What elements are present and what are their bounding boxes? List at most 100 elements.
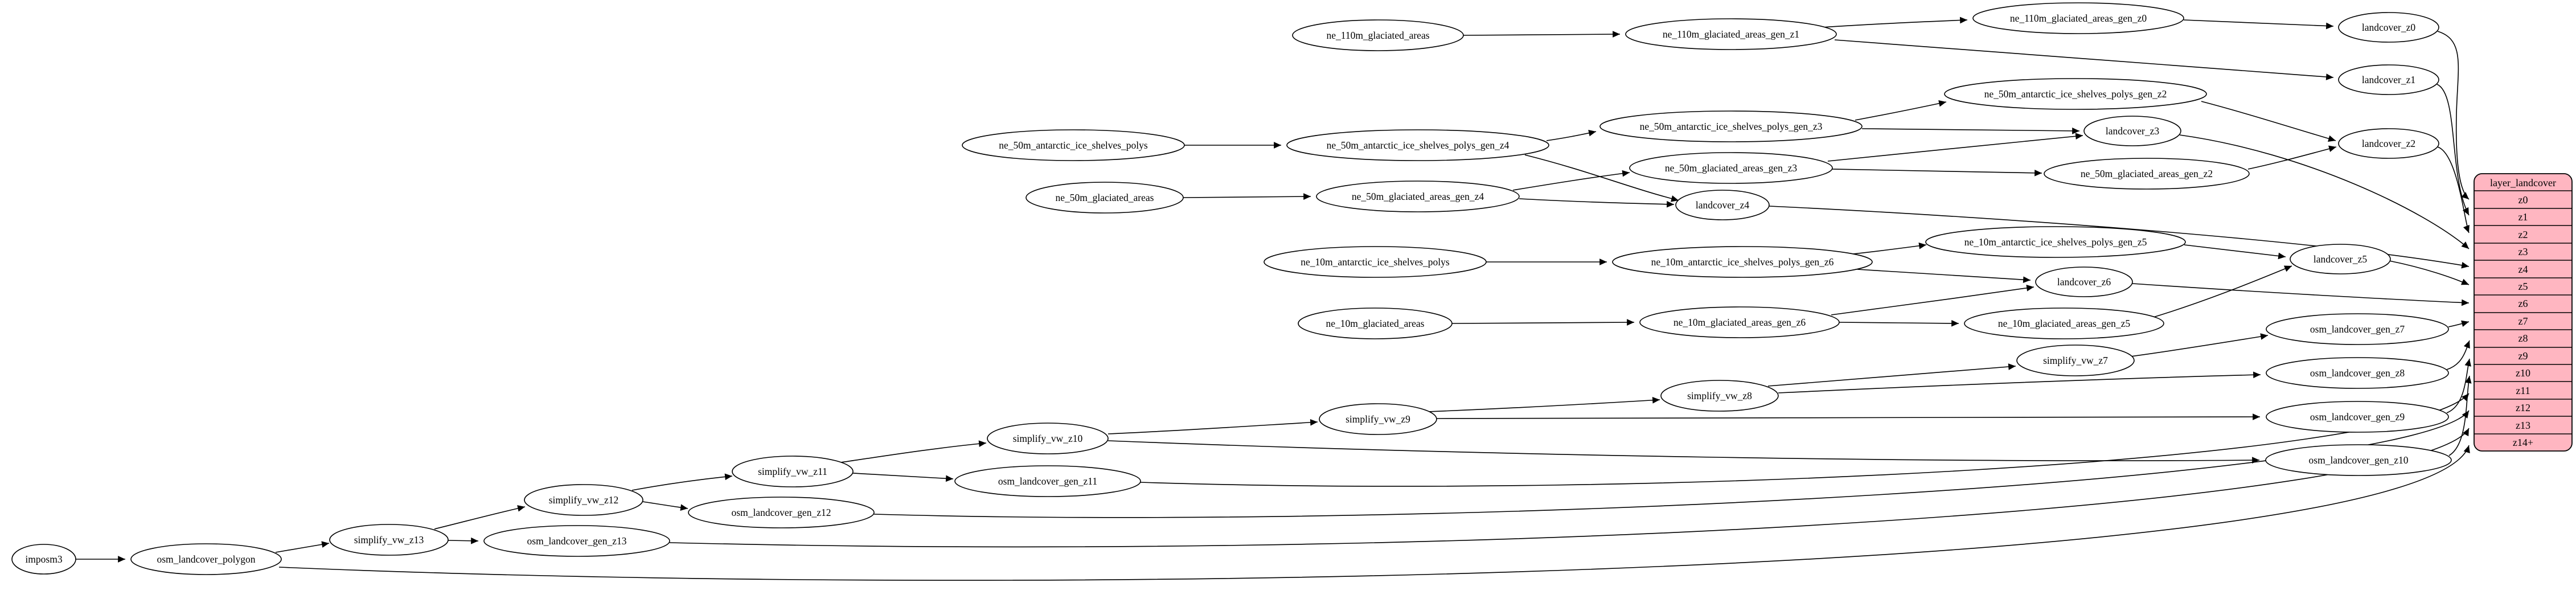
edge-landcover_z2-to-row-z2 [2437,146,2470,233]
edge-simplify_vw_z10-to-simplify_vw_z9 [1107,419,1318,434]
edge-landcover_z1-to-row-z1 [2436,84,2470,216]
edge-ne_50m_glac_gen_z2-to-landcover_z2 [2247,145,2337,170]
edge-osm_landcover_gen_z7-to-row-z7 [2448,320,2470,327]
edge-simplify_vw_z11-to-simplify_vw_z10 [840,440,987,463]
edge-simplify_vw_z11-to-osm_landcover_gen_z11 [852,473,954,482]
node-ne_50m_antarctic_ice_shelves_polys: ne_50m_antarctic_ice_shelves_polys [962,129,1185,161]
node-label: simplify_vw_z8 [1687,390,1752,401]
edge-osm_landcover_gen_z8-to-row-z8 [2446,340,2470,370]
edge-simplify_vw_z7-to-osm_landcover_gen_z7 [2130,333,2269,357]
edge-ne_10m_glac_gen_z6-to-gen_z5 [1839,319,1959,327]
table-row-z5: z5 [2518,281,2528,292]
table-row-z12: z12 [2516,402,2530,413]
edge-landcover_z0-to-row-z0 [2437,31,2470,200]
edge-ne_110m_glaciated_areas_gen_z1-to-landcover_z1 [1834,39,2334,80]
edge-ne_10m_ice_gen_z6-to-gen_z5 [1852,242,1927,255]
node-ne_110m_glaciated_areas_gen_z0: ne_110m_glaciated_areas_gen_z0 [1972,2,2184,34]
node-label: osm_landcover_polygon [157,553,255,565]
node-simplify_vw_z7: simplify_vw_z7 [2016,345,2135,376]
node-label: simplify_vw_z10 [1013,433,1083,444]
edge-landcover_z5-to-row-z5 [2389,260,2470,285]
node-imposm3: imposm3 [11,544,76,575]
node-ne_50m_antarctic_ice_shelves_polys_gen_z2: ne_50m_antarctic_ice_shelves_polys_gen_z… [1944,78,2207,110]
node-ne_50m_antarctic_ice_shelves_polys_gen_z3: ne_50m_antarctic_ice_shelves_polys_gen_z… [1599,110,1863,142]
node-landcover_z1: landcover_z1 [2338,64,2439,95]
edge-ne_10m_glac_gen_z5-to-landcover_z5 [2153,265,2292,318]
node-label: ne_10m_antarctic_ice_shelves_polys [1301,256,1450,268]
edge-ne_50m_ice_gen_z4-to-gen_z3 [1546,129,1597,141]
edge-landcover_z3-to-row-z3 [2179,134,2470,249]
edge-ne_10m_ice_gen_z6-to-landcover_z6 [1857,269,2031,284]
edge-osm_landcover_gen_z9-to-row-z9 [2446,358,2471,413]
node-osm_landcover_gen_z9: osm_landcover_gen_z9 [2266,401,2449,433]
node-osm_landcover_gen_z10: osm_landcover_gen_z10 [2265,444,2452,476]
edge-simplify_vw_z13-to-simplify_vw_z12 [434,505,526,530]
node-label: landcover_z1 [2362,74,2415,85]
node-osm_landcover_gen_z11: osm_landcover_gen_z11 [954,465,1141,497]
node-landcover_z4: landcover_z4 [1675,190,1770,220]
table-row-z10: z10 [2516,367,2530,379]
edge-ne_110m_glaciated_areas_gen_z1-to-ne_110m_glaciated_areas_gen_z0 [1822,17,1968,28]
node-label: simplify_vw_z13 [354,534,424,546]
table-row-z0: z0 [2518,194,2528,206]
table-row-z14plus: z14+ [2513,437,2533,448]
node-ne_110m_glaciated_areas: ne_110m_glaciated_areas [1292,19,1464,51]
node-label: landcover_z5 [2314,253,2368,265]
table-row-z13: z13 [2516,420,2530,431]
node-landcover_z6: landcover_z6 [2035,266,2133,297]
table-row-z9: z9 [2518,350,2528,362]
node-label: ne_50m_antarctic_ice_shelves_polys [999,140,1148,151]
edge-simplify_vw_z12-to-simplify_vw_z11 [631,473,733,491]
table-row-z4: z4 [2518,264,2528,275]
table-title: layer_landcover [2490,177,2556,188]
node-label: landcover_z0 [2362,22,2416,33]
edge-ne_50m_ice_gen_z3-to-gen_z2 [1855,100,1947,121]
edge-ne_50m_ice_gen_z2-to-landcover_z2 [2201,101,2336,142]
node-landcover_z0: landcover_z0 [2338,12,2439,43]
node-label: simplify_vw_z9 [1346,413,1410,425]
node-label: landcover_z2 [2362,138,2415,149]
node-label: landcover_z4 [1696,199,1750,211]
edge-ne_50m_ice_gen_z4-to-landcover_z4 [1524,154,1679,202]
node-label: ne_110m_glaciated_areas_gen_z0 [2010,13,2147,24]
table-row-z8: z8 [2518,333,2528,344]
node-ne_50m_antarctic_ice_shelves_polys_gen_z4: ne_50m_antarctic_ice_shelves_polys_gen_z… [1286,129,1549,161]
node-ne_10m_antarctic_ice_shelves_polys_gen_z5: ne_10m_antarctic_ice_shelves_polys_gen_z… [1925,226,2186,258]
node-simplify_vw_z10: simplify_vw_z10 [987,423,1109,454]
node-osm_landcover_gen_z8: osm_landcover_gen_z8 [2266,357,2449,389]
node-ne_50m_glaciated_areas_gen_z4: ne_50m_glaciated_areas_gen_z4 [1316,181,1520,212]
node-label: ne_50m_glaciated_areas [1056,192,1154,203]
edge-ne_50m_glac_gen_z4-to-gen_z3 [1512,170,1630,191]
node-landcover_z5: landcover_z5 [2290,244,2391,274]
node-ne_10m_glaciated_areas: ne_10m_glaciated_areas [1298,307,1453,339]
node-ne_10m_antarctic_ice_shelves_polys: ne_10m_antarctic_ice_shelves_polys [1264,246,1487,278]
node-label: osm_landcover_gen_z7 [2310,323,2405,335]
node-label: osm_landcover_gen_z10 [2309,454,2409,466]
node-label: imposm3 [25,553,62,565]
edge-ne_50m_glaciated_areas-to-gen_z4 [1183,193,1311,200]
edge-osm_landcover_gen_z13-to-row-z13 [669,428,2470,548]
edge-ne_110m_glaciated_areas-to-ne_110m_glaciated_areas_gen_z1 [1463,31,1621,38]
edge-simplify_vw_z8-to-osm_landcover_gen_z8 [1778,371,2261,393]
node-osm_landcover_polygon: osm_landcover_polygon [130,543,282,575]
node-landcover_z2: landcover_z2 [2338,128,2439,159]
node-label: osm_landcover_gen_z13 [527,535,627,547]
node-label: ne_50m_antarctic_ice_shelves_polys_gen_z… [1327,140,1509,151]
edge-ne_50m_ice_gen_z3-to-landcover_z3 [1861,128,2080,134]
edges [76,17,2472,581]
node-ne_10m_glaciated_areas_gen_z6: ne_10m_glaciated_areas_gen_z6 [1639,306,1840,338]
node-label: osm_landcover_gen_z11 [998,475,1097,487]
edge-simplify_vw_z9-to-simplify_vw_z8 [1427,396,1660,412]
node-label: ne_50m_antarctic_ice_shelves_polys_gen_z… [1984,88,2167,100]
node-label: ne_10m_antarctic_ice_shelves_polys_gen_z… [1964,236,2147,248]
edge-simplify_vw_z13-to-osm_landcover_gen_z13 [448,537,479,544]
edge-ne_10m_glaciated_areas-to-gen_z6 [1451,319,1635,326]
node-osm_landcover_gen_z12: osm_landcover_gen_z12 [688,497,875,528]
edge-ne_110m_glaciated_areas_gen_z0-to-landcover_z0 [2183,19,2334,30]
table-row-z7: z7 [2518,315,2528,327]
table-row-z11: z11 [2516,385,2530,396]
edge-ne_50m_glac_gen_z3-to-landcover_z3 [1827,133,2083,162]
edge-simplify_vw_z8-to-simplify_vw_z7 [1767,363,2016,387]
node-label: ne_110m_glaciated_areas [1326,30,1429,41]
